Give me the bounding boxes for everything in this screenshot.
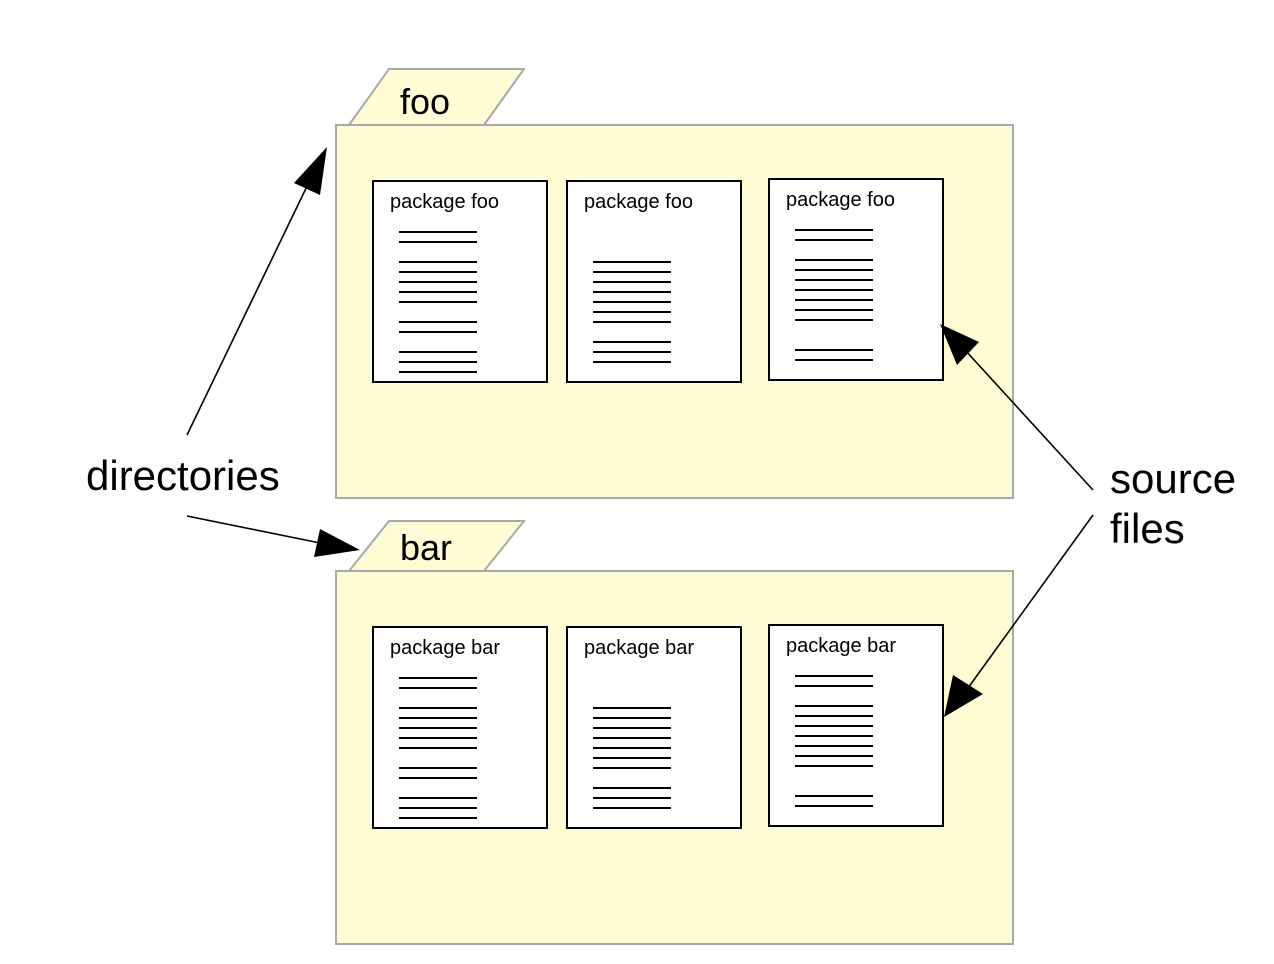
file-code-lines (593, 707, 671, 809)
file-code-lines (399, 231, 477, 373)
source-file: package foo (372, 180, 548, 383)
folder-bar: bar package bar package bar package bar (335, 520, 1014, 945)
arrow-to-bar-file-head (944, 675, 983, 717)
source-file: package foo (768, 178, 944, 381)
source-files-label-line2: files (1110, 505, 1185, 552)
file-package-label: package foo (786, 189, 895, 211)
file-code-lines (795, 229, 873, 361)
source-files-callout: source files (940, 324, 1248, 717)
arrow-to-foo-file-head (940, 324, 979, 365)
file-code-lines (399, 677, 477, 819)
source-file: package bar (372, 626, 548, 829)
arrow-to-foo-file-line (964, 349, 1094, 491)
file-package-label: package bar (584, 637, 694, 659)
arrow-to-bar-line (186, 515, 321, 544)
directories-label: directories (86, 452, 280, 499)
source-file: package foo (566, 180, 742, 383)
arrow-to-foo-head (294, 147, 327, 195)
file-code-lines (593, 261, 671, 363)
folder-foo: foo package foo package foo package foo (335, 68, 1014, 499)
arrow-to-foo-line (186, 179, 311, 436)
source-files-label: source files (1110, 455, 1248, 552)
file-package-label: package bar (786, 635, 896, 657)
source-file: package bar (566, 626, 742, 829)
file-code-lines (795, 675, 873, 807)
file-package-label: package foo (584, 191, 693, 213)
folder-name-foo: foo (400, 81, 450, 122)
file-package-label: package foo (390, 191, 499, 213)
arrow-to-bar-file-line (967, 514, 1094, 689)
source-file: package bar (768, 624, 944, 827)
directories-callout: directories (86, 147, 360, 557)
arrow-to-bar-head (314, 529, 360, 557)
file-package-label: package bar (390, 637, 500, 659)
source-files-label-line1: source (1110, 455, 1236, 502)
folder-name-bar: bar (400, 527, 452, 568)
